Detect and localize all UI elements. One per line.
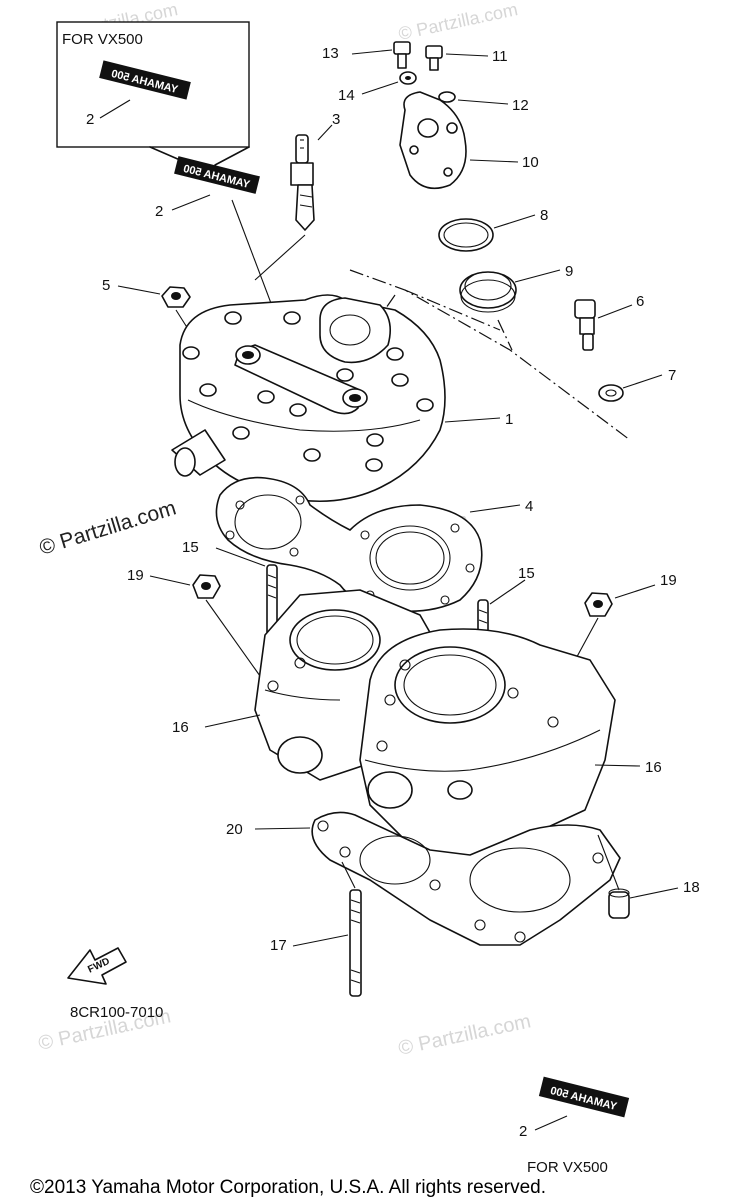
callout-18: 18 (683, 879, 700, 896)
callout-20: 20 (226, 821, 243, 838)
callout-2: 2 (155, 203, 163, 220)
washer-12 (438, 91, 456, 103)
head-gasket (215, 476, 483, 613)
callout-17: 17 (270, 937, 287, 954)
callout-1: 1 (505, 411, 513, 428)
callout-2-inset: 2 (86, 111, 94, 128)
callout-2-bottom: 2 (519, 1123, 527, 1140)
callout-9: 9 (565, 263, 573, 280)
cylinder-right (359, 628, 616, 861)
callout-10: 10 (522, 154, 539, 171)
watermark-main: © Partzilla.com (37, 496, 179, 559)
diagram-code: 8CR100-7010 (70, 1004, 163, 1021)
thermostat-cover (399, 91, 467, 190)
base-gasket (311, 811, 621, 946)
callout-11: 11 (492, 48, 508, 65)
cylinder-head (171, 294, 446, 503)
callout-15-right: 15 (518, 565, 535, 582)
watermark-faint: © Partzilla.com (397, 0, 520, 44)
callout-14: 14 (338, 87, 355, 104)
callout-16-right: 16 (645, 759, 662, 776)
callout-4: 4 (525, 498, 533, 515)
bolt-13 (393, 41, 411, 69)
callout-3: 3 (332, 111, 340, 128)
washer-7 (598, 384, 624, 402)
thermostat-9 (459, 271, 517, 313)
bolt-11 (425, 45, 443, 71)
copyright-notice: ©2013 Yamaha Motor Corporation, U.S.A. A… (30, 1177, 546, 1198)
nut-5 (161, 286, 191, 308)
dowel-18 (608, 888, 630, 919)
nut-19-left (192, 574, 221, 599)
watermark-faint: © Partzilla.com (396, 1010, 532, 1060)
callout-16-left: 16 (172, 719, 189, 736)
for-vx500-label-bottom: FOR VX500 (527, 1159, 608, 1176)
temp-sensor-6 (574, 299, 596, 351)
callout-15-left: 15 (182, 539, 199, 556)
callout-6: 6 (636, 293, 644, 310)
vx500-decal-inset: FOR VX500 YAMAHA 500 2 (56, 21, 250, 166)
callout-8: 8 (540, 207, 548, 224)
o-ring-8 (438, 218, 494, 252)
spark-plug (290, 134, 315, 231)
washer-14 (399, 71, 417, 85)
callout-7: 7 (668, 367, 676, 384)
callout-19-left: 19 (127, 567, 144, 584)
callout-12: 12 (512, 97, 529, 114)
callout-19-right: 19 (660, 572, 677, 589)
decal-shape (99, 60, 191, 100)
nut-19-right (584, 592, 613, 617)
for-vx500-label-top: FOR VX500 (62, 31, 143, 48)
stud-17 (349, 889, 362, 997)
callout-13: 13 (322, 45, 339, 62)
decal-bottom: YAMAHA 500 (538, 1076, 630, 1118)
decal-head: YAMAHA 500 (174, 156, 260, 194)
fwd-arrow: FWD (67, 947, 127, 985)
callout-5: 5 (102, 277, 110, 294)
